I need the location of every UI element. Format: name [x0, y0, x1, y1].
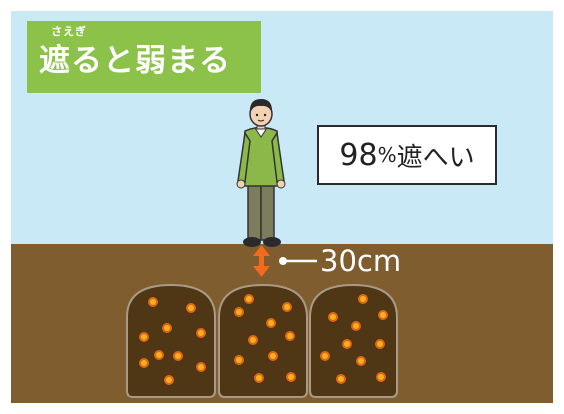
person-icon [236, 99, 286, 247]
double-arrow-icon [253, 245, 270, 277]
shielding-percent-sign: % [377, 143, 397, 167]
shielding-callout: 98%遮へい [317, 125, 497, 185]
radiation-particle-icon [139, 294, 388, 385]
shielding-percent-number: 98 [339, 137, 378, 173]
depth-leader-line [279, 257, 317, 265]
shielding-label: 遮へい [396, 142, 475, 173]
title-ruby: さえぎ [51, 25, 87, 38]
scene-graphics [126, 99, 398, 398]
title-text: 遮ると弱まる [39, 43, 231, 79]
illustration-frame: さえぎ 遮ると弱まる [11, 11, 553, 403]
title-banner [27, 21, 261, 93]
depth-label: 30cm [320, 244, 402, 278]
